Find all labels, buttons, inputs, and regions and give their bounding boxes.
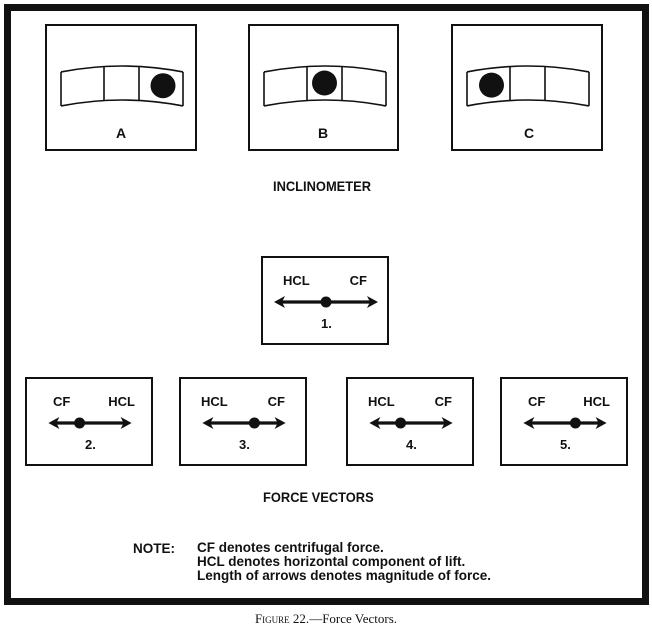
- inclinometer-panel-c: C: [451, 24, 603, 151]
- arrow-right-head: [595, 417, 607, 429]
- tube-bottom-edge: [466, 99, 590, 107]
- force-label-right: CF: [434, 394, 452, 409]
- inclinometer-ball: [312, 70, 337, 96]
- tube-top-edge: [60, 65, 184, 73]
- caption-prefix: Figure 22.: [254, 611, 310, 626]
- force-vector-panel-5: CF HCL 5.: [500, 377, 628, 466]
- inclinometer-label-a: A: [116, 125, 127, 141]
- force-origin-dot: [569, 417, 581, 429]
- force-label-left: HCL: [201, 394, 228, 409]
- force-arrow-drawing: [523, 417, 607, 429]
- inclinometer-label-b: B: [318, 125, 329, 141]
- force-label-left: HCL: [368, 394, 395, 409]
- force-origin-dot: [248, 417, 260, 429]
- force-panel-number: 2.: [85, 437, 96, 452]
- note-line-hcl: HCL denotes horizontal component of lift…: [197, 554, 466, 569]
- force-origin-dot: [320, 296, 332, 308]
- force-label-left: HCL: [283, 273, 310, 288]
- inclinometer-label-c: C: [524, 125, 535, 141]
- arrow-left-head: [523, 417, 535, 429]
- force-label-right: HCL: [583, 394, 610, 409]
- force-panel-number: 1.: [321, 316, 332, 331]
- inclinometer-ball: [150, 73, 176, 99]
- caption-title: —Force Vectors.: [309, 611, 398, 626]
- note-line-cf: CF denotes centrifugal force.: [197, 540, 384, 555]
- inclinometer-b-drawing: [263, 65, 387, 107]
- arrow-right-head: [441, 417, 453, 429]
- force-panel-number: 4.: [406, 437, 417, 452]
- force-vector-panel-1: HCL CF 1.: [261, 256, 389, 345]
- force-arrow-drawing: [274, 296, 378, 308]
- force-label-right: CF: [349, 273, 367, 288]
- inclinometer-ball: [479, 72, 504, 98]
- force-label-left: CF: [53, 394, 71, 409]
- force-panel-number: 5.: [560, 437, 571, 452]
- arrow-right-head: [120, 417, 132, 429]
- inclinometer-panel-a: A: [45, 24, 197, 151]
- force-label-left: CF: [528, 394, 546, 409]
- figure-caption: Figure 22.—Force Vectors.: [0, 611, 652, 627]
- force-arrow-drawing: [202, 417, 286, 429]
- force-arrow-drawing: [369, 417, 453, 429]
- arrow-right-head: [274, 417, 286, 429]
- note-line-length: Length of arrows denotes magnitude of fo…: [197, 568, 492, 583]
- note-text: CF denotes centrifugal force. HCL denote…: [197, 541, 491, 583]
- force-vector-panel-4: HCL CF 4.: [346, 377, 474, 466]
- tube-top-edge: [466, 65, 590, 73]
- inclinometer-c-drawing: [466, 65, 590, 107]
- force-label-right: CF: [267, 394, 285, 409]
- inclinometer-panel-b: B: [248, 24, 399, 151]
- force-origin-dot: [395, 417, 407, 429]
- note-label: NOTE:: [133, 541, 175, 556]
- tube-bottom-edge: [263, 99, 387, 107]
- force-origin-dot: [74, 417, 86, 429]
- arrow-left-head: [369, 417, 381, 429]
- tube-top-edge: [263, 65, 387, 73]
- force-vectors-heading: FORCE VECTORS: [263, 489, 374, 505]
- figure-frame: [4, 4, 649, 605]
- tube-bottom-edge: [60, 99, 184, 107]
- force-vector-panel-2: CF HCL 2.: [25, 377, 153, 466]
- inclinometer-a-drawing: [60, 65, 184, 107]
- arrow-left-head: [48, 417, 60, 429]
- force-vector-panel-3: HCL CF 3.: [179, 377, 307, 466]
- arrow-right-head: [367, 296, 378, 308]
- inclinometer-heading: INCLINOMETER: [273, 178, 372, 194]
- arrow-left-head: [202, 417, 214, 429]
- force-arrow-drawing: [48, 417, 132, 429]
- force-panel-number: 3.: [239, 437, 250, 452]
- arrow-left-head: [274, 296, 285, 308]
- force-label-right: HCL: [108, 394, 135, 409]
